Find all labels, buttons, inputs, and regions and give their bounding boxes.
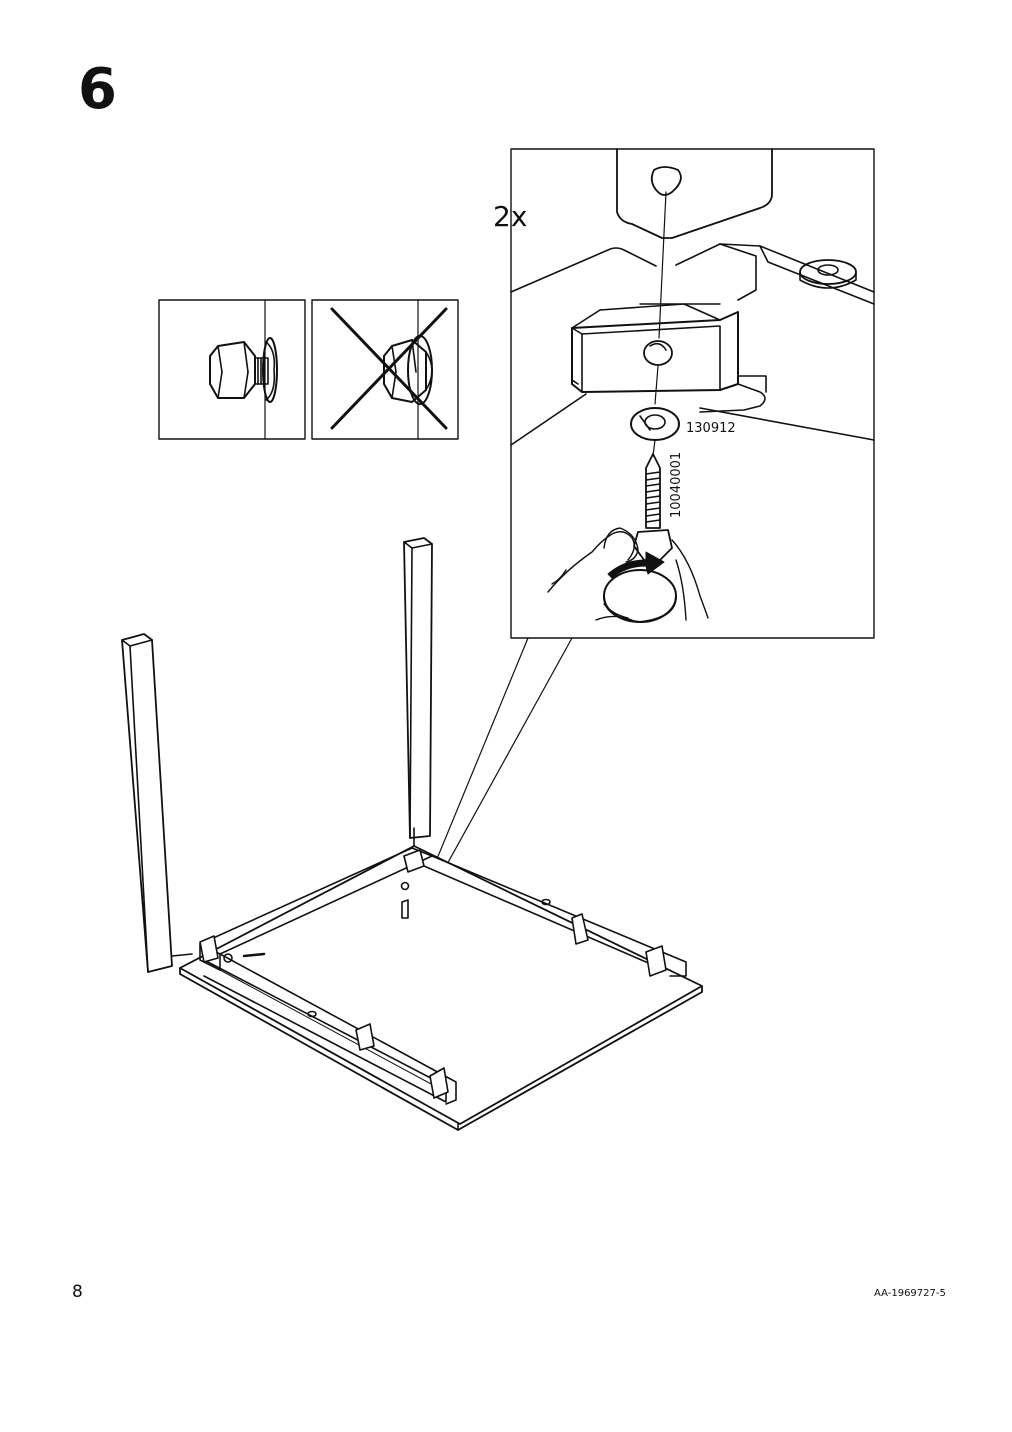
detail-box: 2x 130912 10040001 [493,148,875,639]
callout-lines [419,637,573,907]
incorrect-bolt-panel [311,299,459,440]
document-code: AA-1969727-5 [874,1288,946,1299]
correct-bolt-icon [209,337,278,403]
bolt-part-label: 10040001 [669,452,684,518]
page-number: 8 [72,1282,83,1302]
leg-left [121,633,193,973]
quantity-label: 2x [493,200,527,233]
step-number: 6 [78,57,117,122]
leg-center [403,537,433,847]
correct-bolt-panel [158,299,306,440]
washer-part-label: 130912 [686,421,736,436]
rotate-arrow-icon [603,551,677,623]
cross-mark-icon [330,307,448,430]
tabletop-frame [179,845,703,1131]
